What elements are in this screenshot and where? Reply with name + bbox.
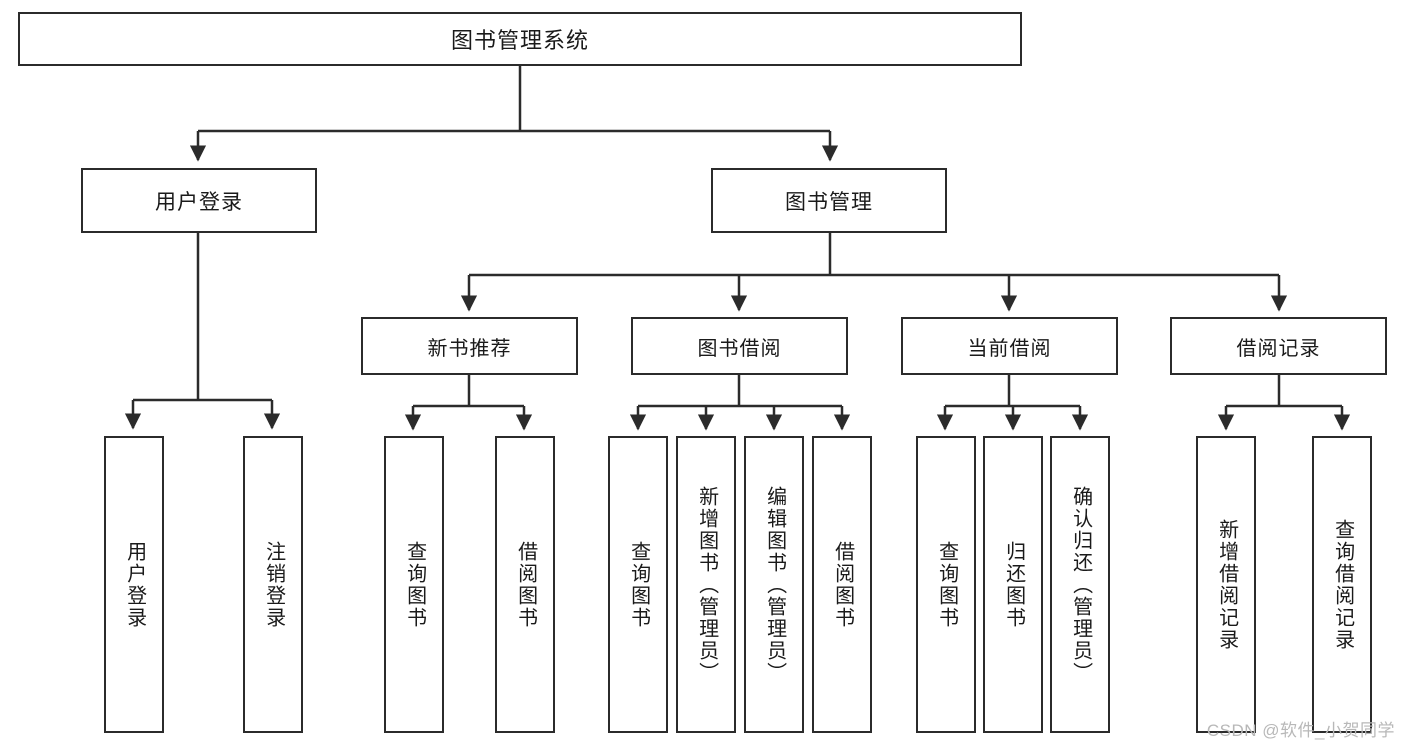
leaf-user-login-logout[interactable]: 注销登录: [243, 436, 303, 733]
leaf-book-borrow-borrow-book-label: 借阅图书: [831, 540, 854, 629]
watermark: CSDN @软件_小贺同学: [1206, 721, 1395, 740]
leaf-book-borrow-add-book-label: 新增图书（管理员）: [695, 485, 718, 684]
leaf-book-borrow-add-book[interactable]: 新增图书（管理员）: [676, 436, 736, 733]
leaf-book-borrow-borrow-book[interactable]: 借阅图书: [812, 436, 872, 733]
leaf-new-book-query-book[interactable]: 查询图书: [384, 436, 444, 733]
leaf-borrow-record-add-record-label: 新增借阅记录: [1215, 518, 1238, 651]
node-book-borrow-label: 图书借阅: [697, 337, 782, 360]
leaf-book-borrow-edit-book-label: 编辑图书（管理员）: [763, 485, 786, 684]
leaf-book-borrow-query-book[interactable]: 查询图书: [608, 436, 668, 733]
node-borrow-record-label: 借阅记录: [1236, 337, 1321, 360]
leaf-borrow-record-query-record-label: 查询借阅记录: [1331, 518, 1354, 651]
leaf-current-borrow-confirm-return-label: 确认归还（管理员）: [1069, 485, 1092, 684]
leaf-book-borrow-query-book-label: 查询图书: [627, 540, 650, 629]
leaf-new-book-borrow-book[interactable]: 借阅图书: [495, 436, 555, 733]
leaf-current-borrow-confirm-return[interactable]: 确认归还（管理员）: [1050, 436, 1110, 733]
node-new-book-recommend-label: 新书推荐: [427, 337, 512, 360]
leaf-borrow-record-query-record[interactable]: 查询借阅记录: [1312, 436, 1372, 733]
node-book-management[interactable]: 图书管理: [711, 168, 947, 233]
leaf-user-login-logout-label: 注销登录: [262, 540, 285, 629]
node-current-borrow[interactable]: 当前借阅: [901, 317, 1118, 375]
node-root[interactable]: 图书管理系统: [18, 12, 1022, 66]
node-book-management-label: 图书管理: [785, 190, 873, 214]
leaf-current-borrow-query-book[interactable]: 查询图书: [916, 436, 976, 733]
node-root-label: 图书管理系统: [450, 28, 589, 53]
leaf-current-borrow-return-book-label: 归还图书: [1002, 540, 1025, 629]
leaf-user-login-login[interactable]: 用户登录: [104, 436, 164, 733]
leaf-user-login-login-label: 用户登录: [123, 540, 146, 629]
node-book-borrow[interactable]: 图书借阅: [631, 317, 848, 375]
node-borrow-record[interactable]: 借阅记录: [1170, 317, 1387, 375]
leaf-new-book-query-book-label: 查询图书: [403, 540, 426, 629]
node-new-book-recommend[interactable]: 新书推荐: [361, 317, 578, 375]
node-user-login[interactable]: 用户登录: [81, 168, 317, 233]
leaf-new-book-borrow-book-label: 借阅图书: [514, 540, 537, 629]
leaf-borrow-record-add-record[interactable]: 新增借阅记录: [1196, 436, 1256, 733]
leaf-current-borrow-query-book-label: 查询图书: [935, 540, 958, 629]
leaf-current-borrow-return-book[interactable]: 归还图书: [983, 436, 1043, 733]
node-user-login-label: 用户登录: [155, 190, 243, 214]
leaf-book-borrow-edit-book[interactable]: 编辑图书（管理员）: [744, 436, 804, 733]
node-current-borrow-label: 当前借阅: [967, 337, 1052, 360]
